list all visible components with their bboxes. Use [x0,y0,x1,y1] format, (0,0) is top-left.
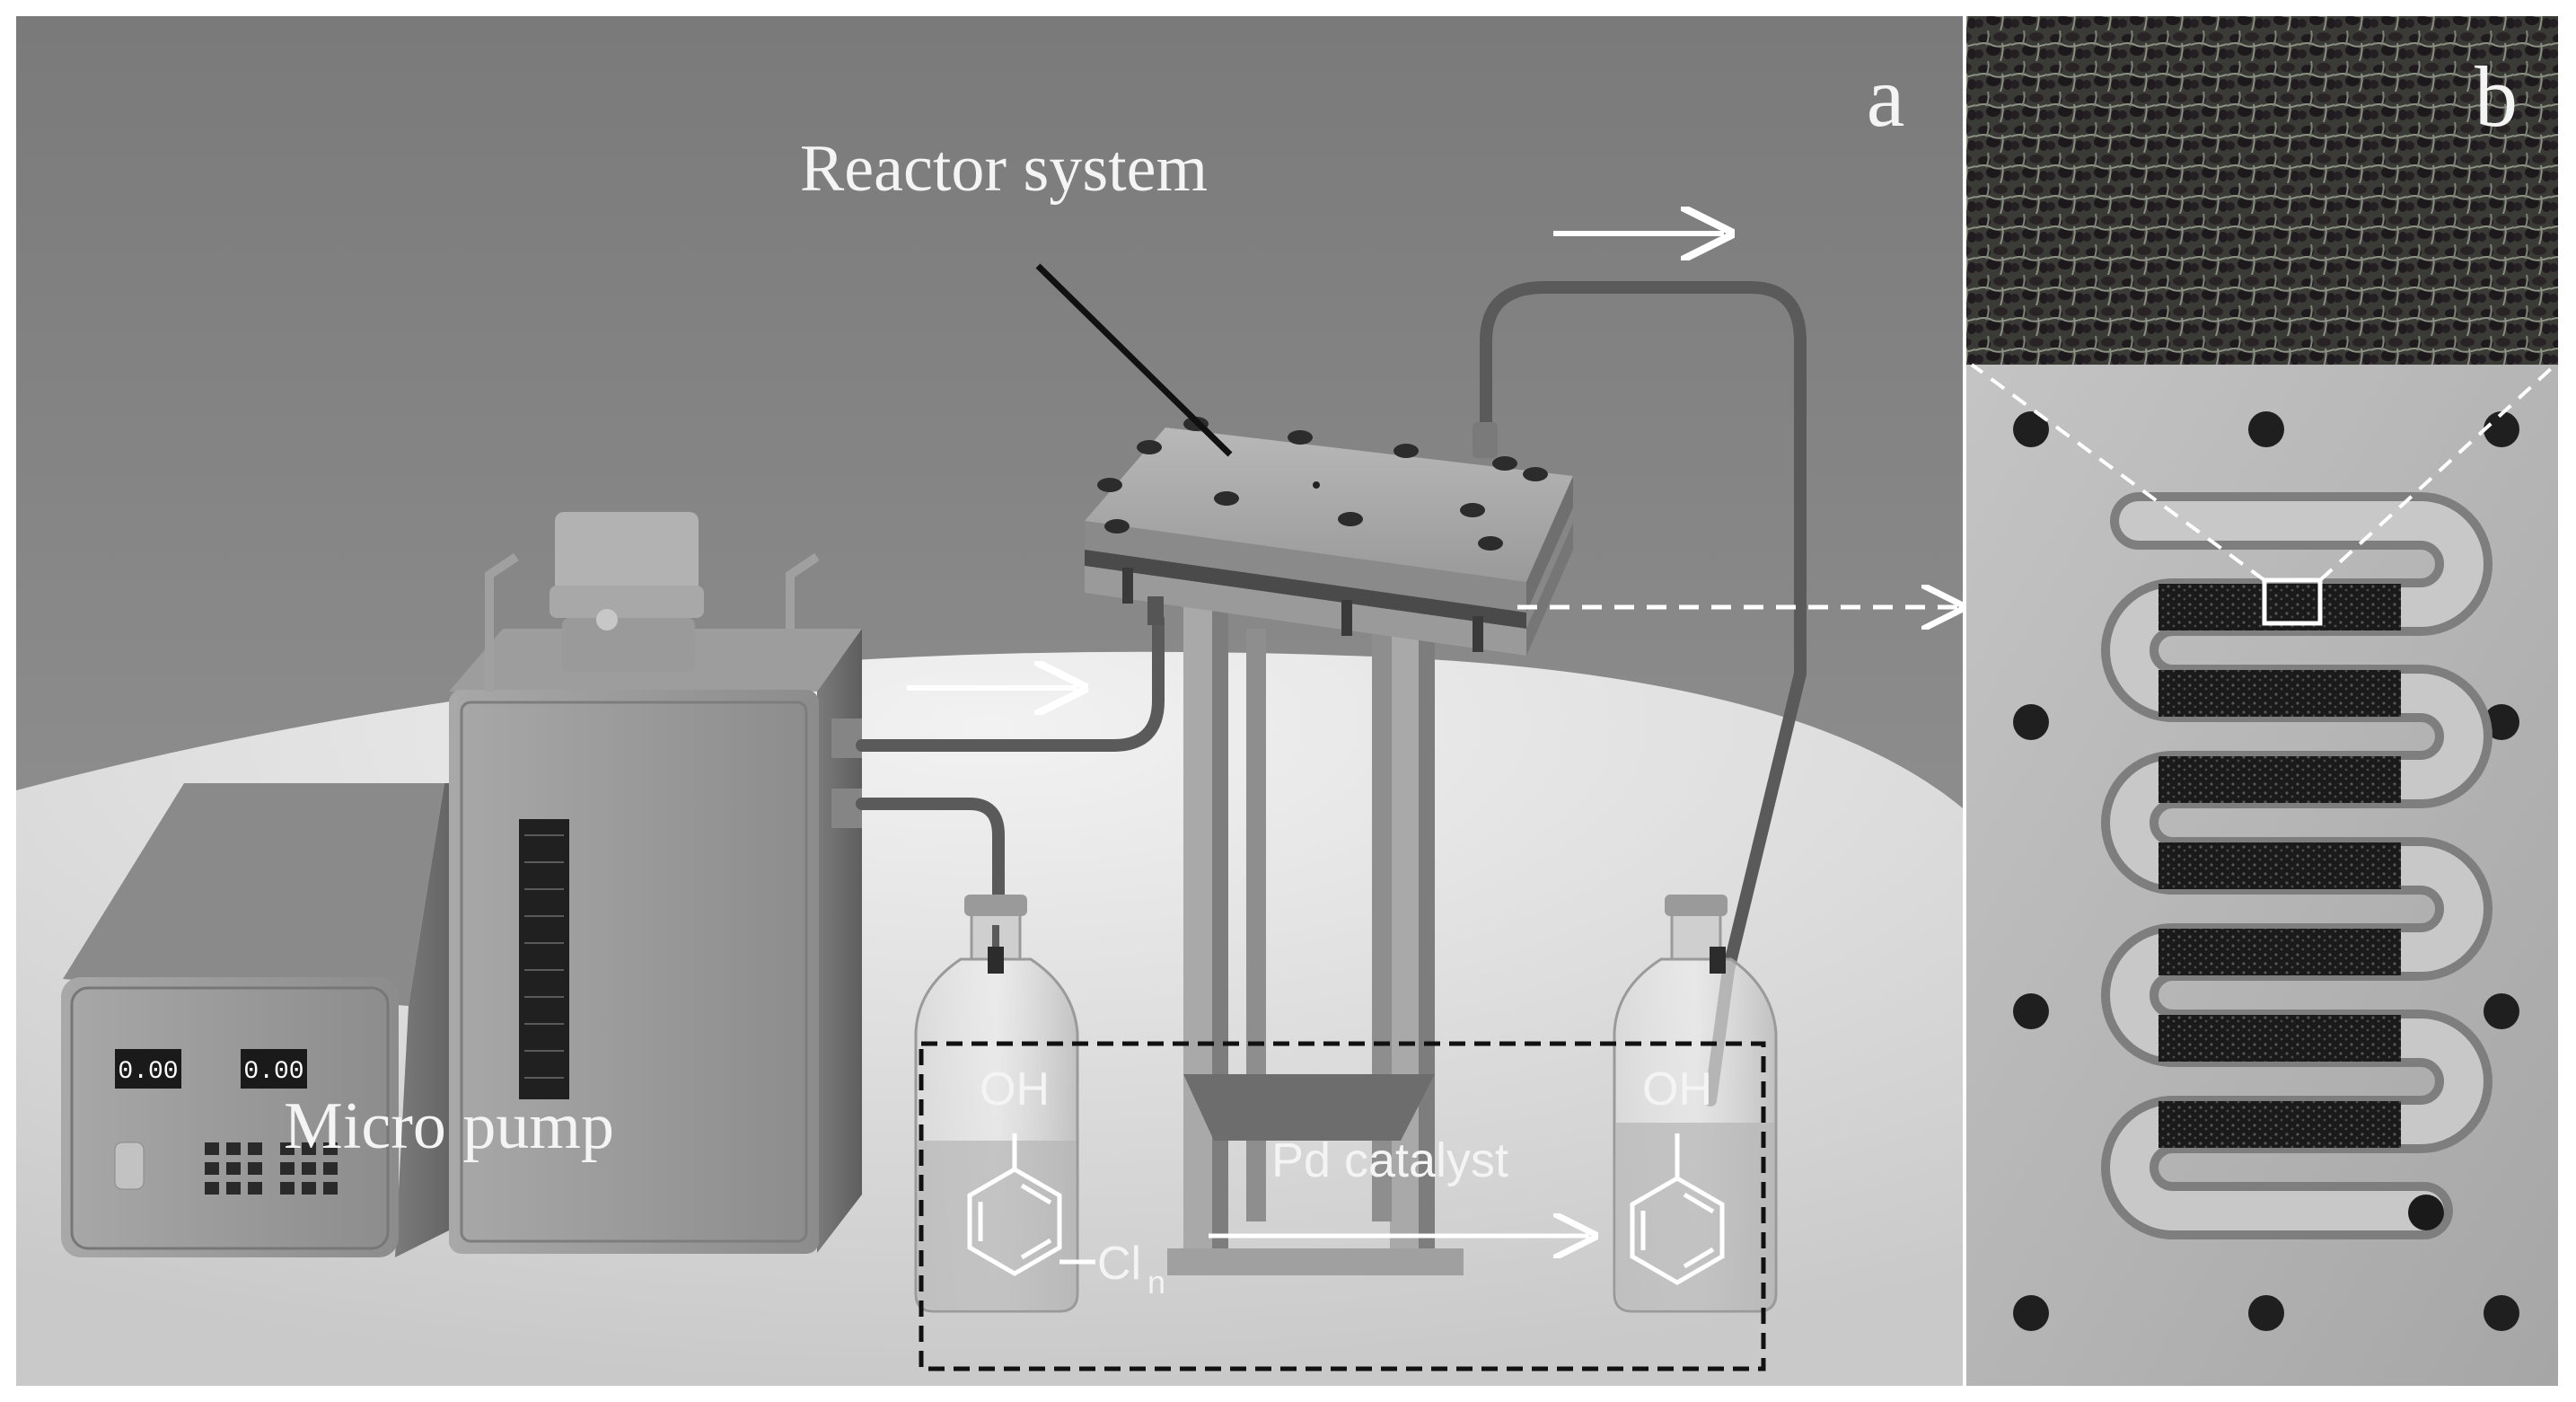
pump-window [519,819,569,1099]
reactant-halogen-label: Cl n [1097,1238,1165,1301]
reactant-oh-label: OH [980,1063,1050,1115]
panel-a: 0.00 0.00 [16,16,1963,1386]
svg-text:n: n [1147,1264,1165,1301]
zoom-box [2262,578,2323,626]
outlet-tube [1480,281,1807,1107]
reaction-box [919,1041,1766,1371]
panel-a-letter: a [1867,48,1905,145]
pump-body [449,512,862,1254]
svg-text:0.00: 0.00 [118,1058,178,1086]
micro-pump-label: Micro pump [284,1089,614,1163]
button-grid-right [280,1142,338,1195]
display-left: 0.00 [115,1049,181,1089]
zoom-line-left [1970,363,2266,582]
plate-bolts [1097,417,1548,551]
svg-text:Cl: Cl [1097,1238,1141,1290]
button-grid-left [205,1142,262,1195]
product-bottle [1613,895,1778,1313]
reactor-plate [1085,417,1573,656]
inlet-tube [856,613,1165,752]
controller-box: 0.00 0.00 [61,783,467,1257]
panel-b-letter: b [2475,48,2518,145]
catalyst-label: Pd catalyst [1271,1133,1508,1187]
board-holes [2013,411,2519,1331]
feed-tube [856,798,1005,940]
benzene-ring-icon [1630,1133,1725,1285]
svg-text:0.00: 0.00 [243,1058,303,1086]
reactor-leader-line [1035,263,1233,457]
reactor-stand [1167,593,1464,1275]
reactor-system-label: Reactor system [800,132,1208,206]
power-switch [114,1142,145,1190]
foam-micrograph [1966,16,2558,365]
foam-inserts [2158,584,2401,1148]
display-right: 0.00 [241,1049,307,1089]
panel-b: b [1966,16,2558,1386]
channel-outlet [2408,1195,2444,1230]
benzene-ring-icon [967,1133,1095,1276]
product-oh-label: OH [1642,1063,1712,1115]
